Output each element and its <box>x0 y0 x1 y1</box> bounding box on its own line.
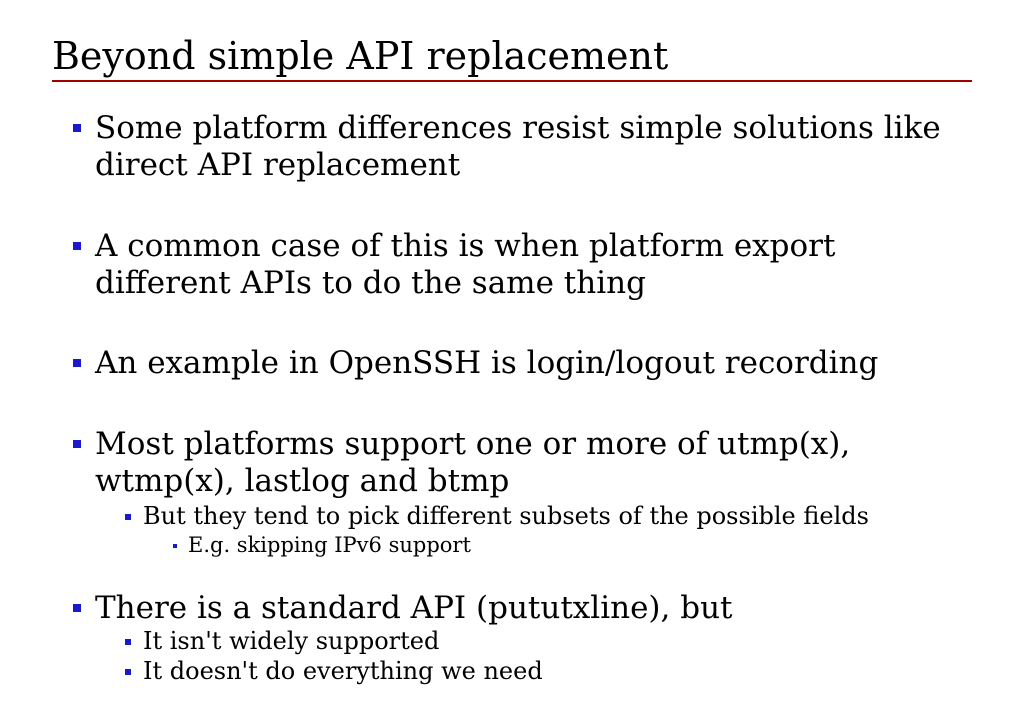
bullet-text: Most platforms support one or more of ut… <box>95 426 851 499</box>
sub-sub-bullet-item: E.g. skipping IPv6 support <box>173 533 948 558</box>
bullet-text: Some platform differences resist simple … <box>95 110 941 183</box>
square-bullet-icon <box>125 669 131 675</box>
sub-sub-bullet-text: E.g. skipping IPv6 support <box>188 533 471 557</box>
square-bullet-icon <box>73 124 81 132</box>
square-bullet-icon <box>73 359 81 367</box>
square-bullet-icon <box>173 544 177 548</box>
slide-title: Beyond simple API replacement <box>52 34 669 78</box>
bullet-item: There is a standard API (pututxline), bu… <box>73 590 955 627</box>
sub-bullet-item: But they tend to pick different subsets … <box>125 502 963 531</box>
bullet-item: Most platforms support one or more of ut… <box>73 426 955 500</box>
bullet-text: An example in OpenSSH is login/logout re… <box>95 345 879 381</box>
square-bullet-icon <box>125 639 131 645</box>
sub-bullet-text: It doesn't do everything we need <box>143 657 543 685</box>
bullet-item: A common case of this is when platform e… <box>73 228 955 302</box>
square-bullet-icon <box>73 242 81 250</box>
bullet-text: There is a standard API (pututxline), bu… <box>95 590 733 626</box>
bullet-item: An example in OpenSSH is login/logout re… <box>73 345 955 382</box>
sub-bullet-text: But they tend to pick different subsets … <box>143 502 869 530</box>
sub-bullet-item: It isn't widely supported <box>125 627 963 656</box>
square-bullet-icon <box>73 604 81 612</box>
title-divider <box>52 80 972 82</box>
sub-bullet-text: It isn't widely supported <box>143 627 440 655</box>
square-bullet-icon <box>125 514 131 520</box>
sub-bullet-item: It doesn't do everything we need <box>125 657 963 686</box>
bullet-text: A common case of this is when platform e… <box>95 228 836 301</box>
bullet-item: Some platform differences resist simple … <box>73 110 955 184</box>
square-bullet-icon <box>73 440 81 448</box>
